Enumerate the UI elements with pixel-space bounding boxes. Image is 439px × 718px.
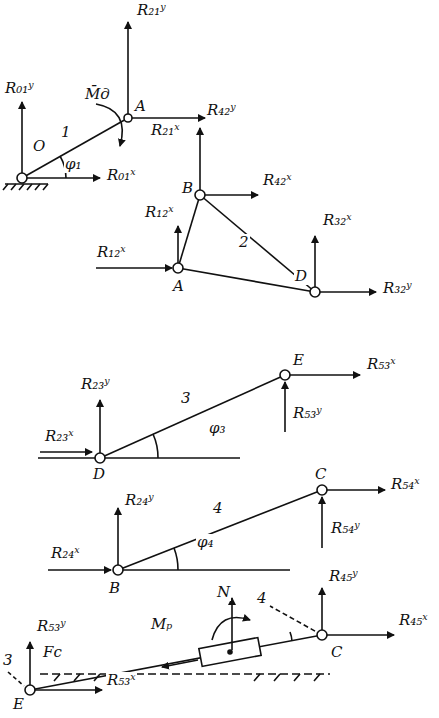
force-label: R₅₄ʸ: [330, 520, 361, 537]
force-label: R₀₁ʸ: [4, 80, 35, 97]
force-label: R₂₃ˣ: [44, 428, 75, 445]
force-label: Fc: [42, 644, 63, 661]
force-label: O: [32, 138, 46, 155]
force-label: E: [292, 352, 305, 369]
force-label: R₁₂ˣ: [144, 204, 175, 221]
force-label: A: [172, 278, 185, 295]
force-label: R₂₁ˣ: [150, 122, 181, 139]
force-label: R₃₂ˣ: [322, 212, 353, 229]
force-label: 2: [238, 234, 250, 251]
force-label: R₅₃ʸ: [36, 618, 67, 635]
force-label: 4: [256, 590, 268, 607]
force-label: R₄₂ˣ: [262, 172, 293, 189]
force-label: R₃₂ʸ: [382, 280, 413, 297]
force-label: B: [108, 580, 121, 597]
force-label: 1: [60, 124, 72, 141]
force-label: R₄₂ʸ: [206, 102, 237, 119]
force-label: φ₃: [208, 420, 227, 437]
force-label: R₂₄ʸ: [124, 492, 155, 509]
force-label: D: [92, 466, 106, 483]
force-label: R₅₃ˣ: [106, 672, 137, 689]
force-label: A: [134, 98, 147, 115]
force-label: R₀₁ˣ: [106, 167, 137, 184]
force-label: C: [330, 644, 343, 661]
force-label: R₄₅ˣ: [398, 612, 429, 629]
force-label: C: [314, 466, 327, 483]
force-label: R₁₂ˣ: [96, 244, 127, 261]
force-label: B: [181, 180, 194, 197]
force-label: R₂₁ʸ: [136, 2, 167, 19]
force-label: 3: [180, 390, 192, 407]
force-label: R₅₃ˣ: [366, 356, 397, 373]
force-label: R₂₄ˣ: [50, 545, 81, 562]
force-label: Mₚ: [150, 616, 173, 633]
force-label: D: [294, 268, 308, 285]
force-label: R₄₅ʸ: [328, 568, 359, 585]
force-label: R₂₃ʸ: [80, 376, 111, 393]
force-label: φ₄: [196, 534, 215, 551]
force-label: M̄д: [84, 86, 111, 103]
force-label: R₅₃ʸ: [292, 405, 323, 422]
force-label: 3: [2, 652, 14, 669]
force-label: 4: [212, 500, 224, 517]
force-label: E: [12, 696, 25, 713]
force-label: R₅₄ˣ: [390, 476, 421, 493]
force-label: N: [216, 584, 231, 601]
force-label: φ₁: [64, 156, 83, 173]
